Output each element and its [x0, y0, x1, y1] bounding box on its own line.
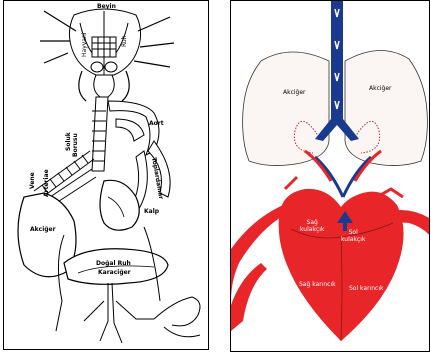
- label-sol-karincik: Sol karıncık: [349, 285, 383, 292]
- label-vene: Vene: [30, 172, 36, 189]
- right-heart-drawing: [231, 1, 430, 352]
- lung-right-shape: [345, 50, 427, 165]
- lung-left-shape: [243, 52, 329, 166]
- heart-shape: [279, 189, 404, 341]
- label-karaciger: Karaciğer: [98, 270, 131, 276]
- left-anatomy-panel: Beyin Hayvani Ruh Soluk Borusu Vene Arte…: [3, 0, 209, 350]
- label-ruh: Ruh: [122, 35, 128, 47]
- label-soluk-borusu: Soluk borusu: [351, 3, 390, 10]
- heart-drawing: [100, 180, 139, 230]
- label-borusu: Borusu: [73, 133, 79, 157]
- label-akciger-lung-right: Akciğer: [369, 85, 392, 92]
- label-akciger-left: Akciğer: [30, 227, 56, 233]
- label-hayvani: Hayvani: [82, 33, 88, 57]
- label-sol-kulakcik: Sol kulakçık: [341, 229, 365, 243]
- label-aort: Aort: [149, 121, 164, 127]
- label-kalp: Kalp: [144, 209, 159, 215]
- label-dogal-ruh: Doğal Ruh: [96, 261, 131, 267]
- label-sag-kulakcik: Sağ kulakçık: [300, 219, 324, 233]
- right-heart-lungs-panel: Soluk borusu Akciğer Akciğer Sağ kulakçı…: [230, 0, 430, 352]
- lower-vessels: [56, 227, 200, 343]
- label-akciger-lung-left: Akciğer: [283, 89, 306, 96]
- vessel-left-lower: [231, 263, 267, 331]
- label-beyin: Beyin: [97, 4, 116, 10]
- label-arteriae: Arteriae: [44, 169, 50, 197]
- label-sag-karincik: Sağ karıncık: [299, 281, 336, 288]
